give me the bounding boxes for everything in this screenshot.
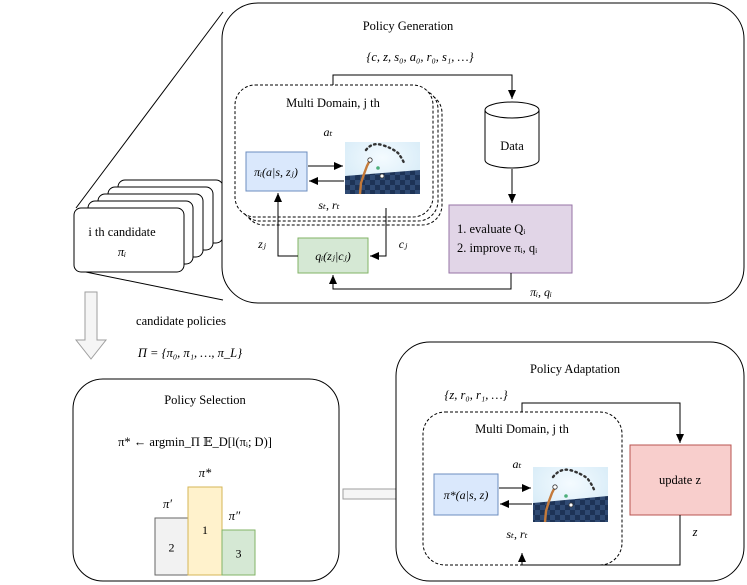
podium-rank-2: 1	[202, 523, 208, 537]
evaluate-label: 1. evaluate Qᵢ	[457, 222, 525, 236]
selection-formula: π* ← argmin_Π 𝔼_D[l(πᵢ; D)]	[118, 435, 272, 449]
data-cylinder	[484, 101, 540, 169]
policy-adaptation-title: Policy Adaptation	[530, 362, 621, 376]
c-j-label: cⱼ	[399, 237, 408, 251]
evaluate-improve-box	[448, 204, 573, 274]
z-j-label: zⱼ	[257, 237, 267, 251]
update-to-domain-arrow	[518, 515, 681, 566]
candidate-policies-label: candidate policies	[136, 314, 226, 328]
trajectory-to-data-arrow	[332, 74, 516, 99]
update-to-encoder-arrow	[329, 273, 512, 290]
adaptation-policy-box	[433, 473, 499, 516]
podium-rank-1: 2	[169, 541, 175, 555]
candidate-card	[73, 207, 185, 273]
generation-policy-label: πᵢ(a|s, zⱼ)	[254, 165, 298, 179]
encoder-box	[297, 237, 369, 274]
podium-bar-2	[187, 486, 223, 576]
adaptation-z-label: z	[692, 525, 698, 539]
candidate-stack: i th candidate πᵢ	[73, 179, 224, 273]
generation-action-label: aₜ	[324, 125, 333, 139]
podium-label-2: π*	[199, 466, 212, 480]
encoder-label: qᵢ(zⱼ|cⱼ)	[315, 249, 351, 263]
policy-set-label: Π = {π₀, π₁, …, π_L}	[137, 346, 242, 360]
candidate-policy: πᵢ	[118, 245, 126, 259]
podium-label-1: π′	[163, 497, 172, 511]
podium-rank-3: 3	[236, 547, 242, 561]
generation-policy-box	[245, 151, 308, 192]
adaptation-state-label: sₜ, rₜ	[506, 527, 527, 541]
improve-label: 2. improve πᵢ, qᵢ	[457, 241, 537, 255]
generation-output-label: πᵢ, qᵢ	[530, 285, 552, 299]
podium-label-3: π″	[229, 509, 241, 523]
candidate-policies-arrow	[74, 291, 108, 360]
adaptation-action-label: aₜ	[513, 457, 522, 471]
policy-adaptation-panel: Policy Adaptation {z, r₀, r₁, …} Multi D…	[395, 341, 745, 582]
policy-selection-panel: Policy Selection π* ← argmin_Π 𝔼_D[l(πᵢ;…	[72, 378, 340, 582]
adaptation-env-image	[533, 467, 608, 523]
zoom-lines	[75, 11, 224, 301]
c-to-encoder-arrow	[370, 208, 387, 260]
adaptation-multi-domain-label: Multi Domain, j th	[475, 422, 570, 436]
adaptation-trajectory: {z, r₀, r₁, …}	[444, 388, 507, 402]
generation-trajectory: {c, z, s₀, a₀, r₀, s₁, …}	[366, 50, 473, 64]
policy-selection-title: Policy Selection	[164, 393, 246, 407]
policy-generation-title: Policy Generation	[363, 19, 454, 33]
generation-multi-domain-label: Multi Domain, j th	[286, 96, 381, 110]
update-z-box	[629, 444, 732, 516]
ranking-bars: 2 π′ 1 π* 3 π″	[154, 466, 256, 576]
data-label: Data	[500, 139, 524, 153]
update-z-label: update z	[659, 473, 701, 487]
generation-env-image	[345, 142, 420, 195]
policy-generation-panel: Policy Generation {c, z, s₀, a₀, r₀, s₁,…	[221, 2, 745, 304]
generation-state-label: sₜ, rₜ	[318, 198, 339, 212]
adapt-trajectory-arrow	[521, 402, 684, 443]
adaptation-policy-label: π*(a|s, z)	[444, 488, 489, 502]
podium-bar-3	[221, 529, 256, 576]
candidate-label: i th candidate	[88, 225, 156, 239]
z-to-policy-arrow	[274, 193, 298, 257]
podium-bar-1	[154, 517, 189, 576]
